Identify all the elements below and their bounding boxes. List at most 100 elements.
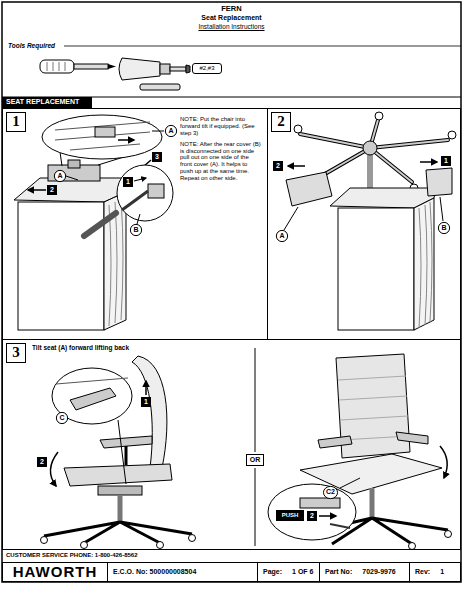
callout-square: 2 (47, 185, 57, 195)
step1-illustration (134, 178, 146, 181)
callout-number: 2 (40, 458, 44, 466)
page-frame (2, 2, 461, 582)
step2-illustration (286, 172, 332, 206)
tools-illustration (40, 60, 74, 73)
callout-number: 3 (155, 153, 159, 161)
note-text: NOTE: Put the chair into forward tilt if… (180, 116, 262, 137)
tools-illustration (186, 65, 190, 73)
footer-text: 7029-9976 (362, 568, 395, 576)
step3-illustration (70, 388, 116, 410)
label-box: CUSTOMER SERVICE PHONE: 1-800-426-8562 (6, 552, 138, 559)
step3-illustration (255, 348, 256, 546)
step1-illustration (118, 139, 134, 141)
step2-illustration (284, 207, 298, 230)
step-panel: 1A3A12BNOTE: Put the chair into forward … (2, 108, 268, 340)
step1-illustration (68, 160, 80, 168)
step1-illustration (148, 184, 164, 198)
step-panel: 31C2ORC2PUSH2Tilt seat (A) forward lifti… (2, 339, 461, 550)
callout-letter: C2 (326, 488, 335, 496)
bit-size-tag: #2,#3 (192, 63, 222, 74)
callout-letter: A (279, 232, 284, 240)
step2-illustration (367, 155, 373, 188)
callout-circle-outline (54, 170, 65, 181)
footer-text: Rev: (415, 568, 430, 576)
step2-illustration (426, 168, 452, 196)
tools-illustration (170, 67, 186, 71)
step1-illustration (84, 213, 116, 236)
step2-illustration (375, 112, 383, 120)
step3-illustration (157, 542, 164, 549)
step3-illustration (409, 543, 416, 550)
callout-square: 2 (37, 457, 47, 467)
step1-illustration (95, 127, 115, 137)
step1-illustration (28, 189, 46, 191)
step1-illustration (14, 115, 173, 330)
callout-square: 2 (273, 161, 283, 171)
step2-illustration (363, 141, 377, 155)
footer-cell: Page:1 OF 6 (257, 562, 320, 582)
step2-illustration (419, 202, 432, 328)
callout-letter: A (168, 127, 173, 135)
footer-text: E.C.O. No: 500000008504 (113, 568, 196, 576)
note-text: NOTE: After the rear cover (B) is discon… (180, 141, 262, 182)
title-box: FERN (130, 5, 333, 14)
note-text: Tilt seat (A) forward lifting back (32, 344, 242, 351)
step1-illustration (55, 122, 150, 150)
step3-illustration (445, 531, 452, 538)
callout-number: 2 (310, 512, 314, 520)
push-label: PUSH (282, 512, 299, 519)
step3-illustration (300, 498, 340, 508)
step2-illustration (420, 161, 437, 163)
callout-circle-outline (130, 224, 141, 235)
footer-cell: Part No: 7029-9976 (319, 562, 410, 582)
footer-text: Part No: (325, 568, 352, 576)
page-frame (64, 46, 461, 47)
callout-circle-outline (438, 222, 449, 233)
step3-illustration (50, 452, 58, 486)
title: FERN (130, 5, 333, 14)
step2-illustration (448, 131, 456, 139)
step1-illustration (152, 131, 164, 132)
step-number-box: 2 (271, 112, 291, 132)
tools-illustration (47, 62, 65, 71)
or-label: OR (250, 456, 261, 464)
footer-text: 1 OF 6 (292, 568, 313, 576)
callout-circle: A (165, 125, 177, 137)
label-box: Seat Replacement (130, 14, 333, 22)
logo-cell: HAWORTH (2, 562, 108, 582)
step3-illustration (41, 348, 452, 550)
callout-circle: A (276, 230, 288, 242)
callout-letter: B (133, 226, 138, 234)
callout-circle: B (130, 224, 142, 236)
callout-square: 1 (141, 397, 151, 407)
step-number: 2 (277, 113, 285, 130)
step2-illustration (294, 125, 302, 133)
callout-number: 1 (126, 178, 130, 186)
step1-illustration (18, 202, 104, 330)
step-panel: 221AB (267, 108, 461, 340)
step1-illustration (137, 214, 140, 224)
step3-illustration (98, 486, 142, 495)
step3-illustration (319, 515, 336, 517)
tools-illustration (40, 58, 190, 90)
step3-illustration (118, 495, 123, 522)
tools-illustration (160, 64, 170, 74)
tools-illustration (74, 64, 108, 69)
step2-illustration (338, 208, 414, 330)
step3-illustration (81, 542, 88, 549)
callout-square: 1 (441, 156, 451, 166)
callout-circle: C (56, 412, 68, 424)
or-box: OR (246, 454, 264, 466)
callout-number: 2 (50, 186, 54, 194)
step3-illustration (132, 356, 167, 468)
push-label-box: PUSH (276, 510, 304, 521)
tools-heading: Tools Required (8, 42, 55, 49)
step2-illustration (414, 198, 434, 330)
step-number: 1 (12, 113, 20, 130)
step3-illustration (318, 436, 352, 448)
step3-illustration (338, 376, 409, 440)
section-band: SEAT REPLACEMENT (2, 97, 92, 108)
subtitle: Installation Instructions (130, 23, 333, 30)
page-frame (2, 2, 461, 582)
